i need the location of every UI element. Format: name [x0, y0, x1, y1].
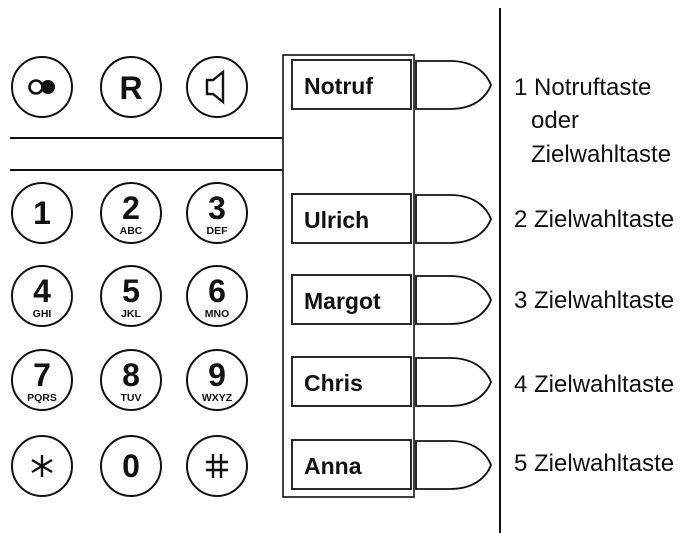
key-letters: TUV — [121, 392, 142, 404]
key-letters: MNO — [205, 308, 230, 320]
key-hash-button[interactable] — [186, 435, 248, 497]
key-digit: 0 — [122, 448, 140, 484]
key-letters: PQRS — [27, 392, 57, 404]
destination-key-2[interactable]: Ulrich — [291, 193, 492, 244]
destination-label: Ulrich — [304, 207, 369, 233]
key-digit: 7 — [33, 357, 51, 393]
key-digit: 4 — [33, 273, 51, 309]
destination-label: Margot — [304, 288, 381, 314]
destination-label-box — [291, 274, 412, 325]
key-letters: JKL — [121, 308, 141, 320]
r-button-label: R — [119, 70, 142, 106]
key-letters: DEF — [207, 225, 229, 237]
key-letters: WXYZ — [202, 392, 233, 404]
asterisk-icon — [31, 455, 53, 477]
caption-key5: 5 Zielwahltaste — [514, 450, 674, 477]
hash-icon — [206, 454, 228, 478]
conference-button[interactable] — [11, 56, 73, 118]
destination-label: Anna — [304, 453, 362, 479]
destination-key-paddle[interactable] — [415, 194, 492, 244]
speaker-icon — [205, 69, 225, 105]
key-asterisk-button[interactable] — [11, 435, 73, 497]
destination-key-3[interactable]: Margot — [291, 274, 492, 325]
caption-key1-line2: oder — [531, 107, 579, 134]
caption-key3: 3 Zielwahltaste — [514, 287, 674, 314]
key-digit: 2 — [122, 190, 140, 226]
key-1-button[interactable]: 1 — [11, 182, 73, 244]
key-digit: 6 — [208, 273, 226, 309]
destination-label-box — [291, 439, 412, 490]
destination-label-box — [291, 59, 412, 110]
key-digit: 8 — [122, 357, 140, 393]
key-digit: 3 — [208, 190, 226, 226]
key-letters: GHI — [33, 308, 52, 320]
destination-panel — [282, 54, 415, 498]
key-digit: 9 — [208, 357, 226, 393]
caption-key4: 4 Zielwahltaste — [514, 371, 674, 398]
key-digit: 1 — [33, 195, 51, 231]
conference-icon — [28, 79, 55, 95]
destination-key-paddle[interactable] — [415, 440, 492, 490]
destination-label-box — [291, 193, 412, 244]
destination-key-paddle[interactable] — [415, 275, 492, 325]
destination-key-4[interactable]: Chris — [291, 356, 492, 407]
caption-key1-line1: 1 Notruftaste — [514, 74, 651, 101]
destination-label: Chris — [304, 370, 363, 396]
destination-key-1[interactable]: Notruf — [291, 59, 492, 110]
key-0-button[interactable]: 0 — [100, 435, 162, 497]
key-digit: 5 — [122, 273, 140, 309]
destination-key-paddle[interactable] — [415, 357, 492, 407]
captions: 1 Notruftaste oder Zielwahltaste 2 Zielw… — [514, 74, 674, 477]
destination-key-5[interactable]: Anna — [291, 439, 492, 490]
speaker-button[interactable] — [186, 56, 248, 118]
destination-key-paddle[interactable] — [415, 60, 492, 110]
caption-key2: 2 Zielwahltaste — [514, 206, 674, 233]
caption-key1-line3: Zielwahltaste — [531, 141, 671, 168]
destination-label: Notruf — [304, 73, 373, 99]
destination-label-box — [291, 356, 412, 407]
r-button[interactable]: R — [100, 56, 162, 118]
key-letters: ABC — [120, 225, 143, 237]
